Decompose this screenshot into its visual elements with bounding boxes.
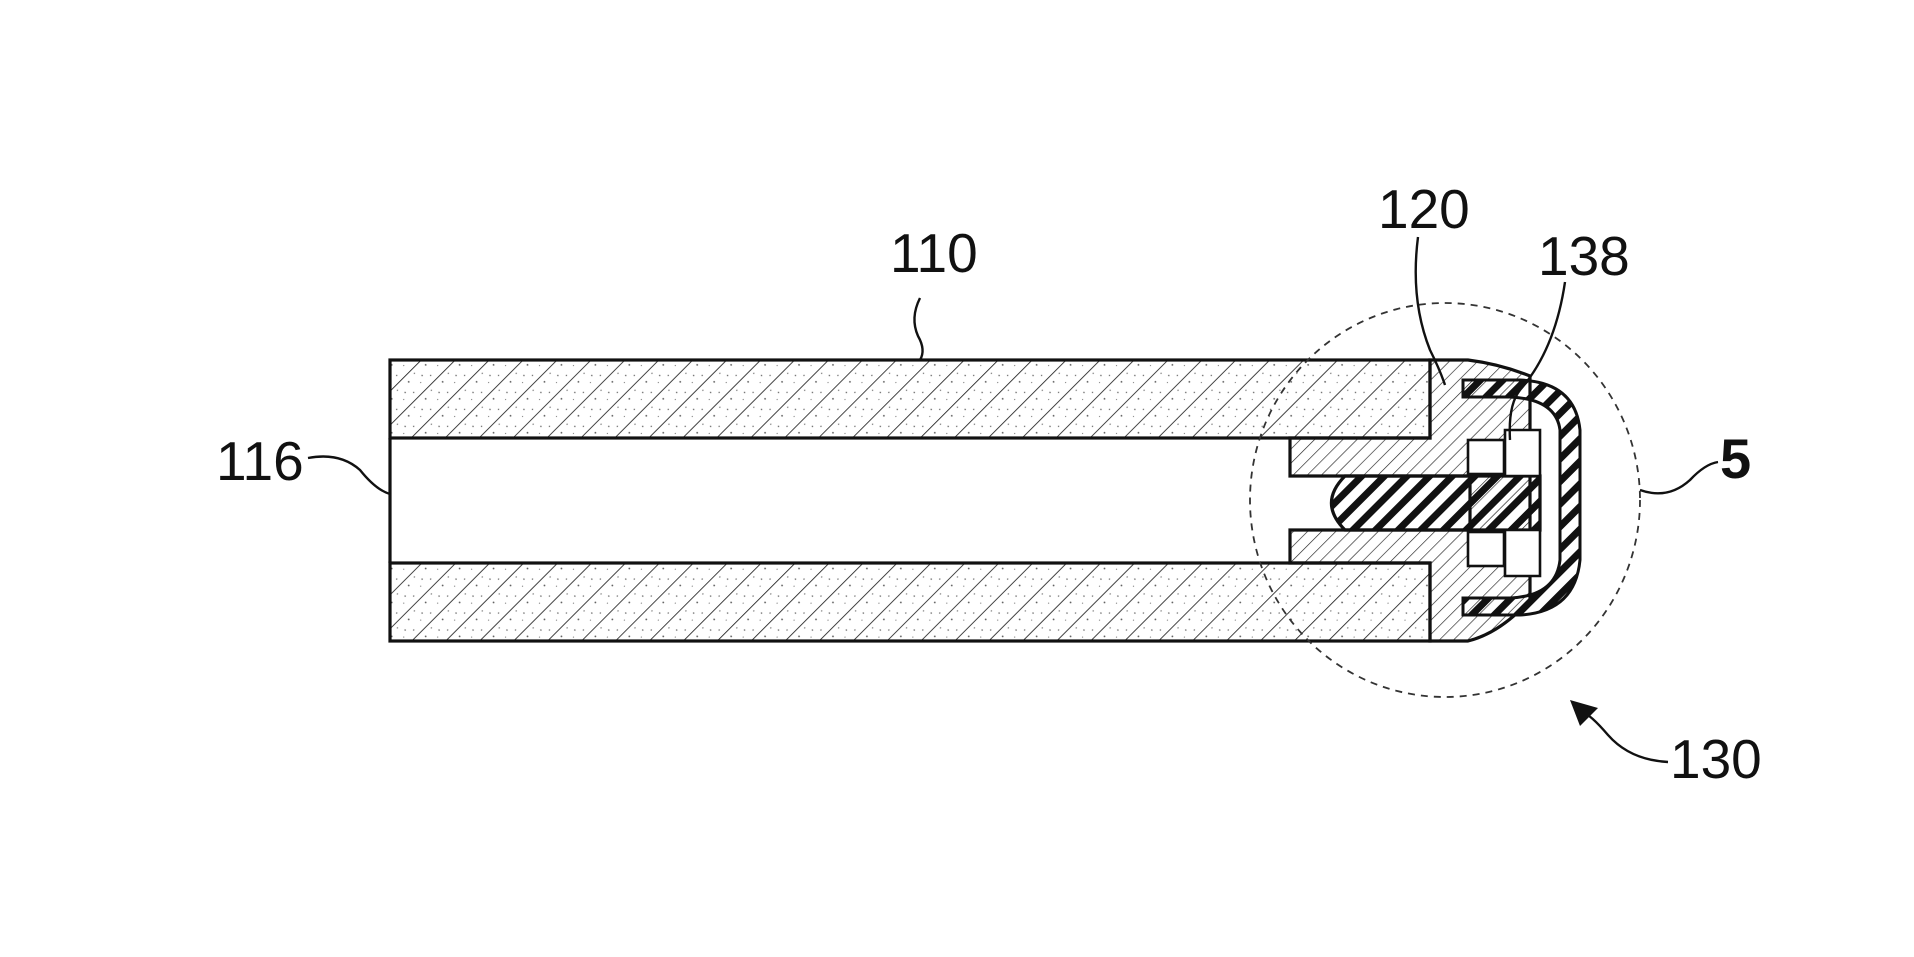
cap-lower-rib bbox=[1505, 530, 1540, 576]
tube-upper-wall bbox=[390, 360, 1430, 438]
label-138: 138 bbox=[1538, 225, 1630, 287]
label-130: 130 bbox=[1670, 728, 1762, 790]
plug-upper-notch bbox=[1468, 440, 1504, 474]
leader-116 bbox=[308, 457, 390, 495]
label-120: 120 bbox=[1378, 178, 1470, 240]
plug-lower-notch bbox=[1468, 532, 1504, 566]
label-116: 116 bbox=[216, 430, 304, 492]
label-5: 5 bbox=[1720, 427, 1751, 490]
leader-110 bbox=[914, 298, 922, 360]
leader-5 bbox=[1640, 462, 1718, 493]
arrowhead-130 bbox=[1570, 700, 1598, 726]
label-110: 110 bbox=[890, 222, 978, 284]
tube-lower-wall bbox=[390, 563, 1430, 641]
leader-130 bbox=[1582, 712, 1668, 762]
cap-stem bbox=[1332, 476, 1541, 530]
